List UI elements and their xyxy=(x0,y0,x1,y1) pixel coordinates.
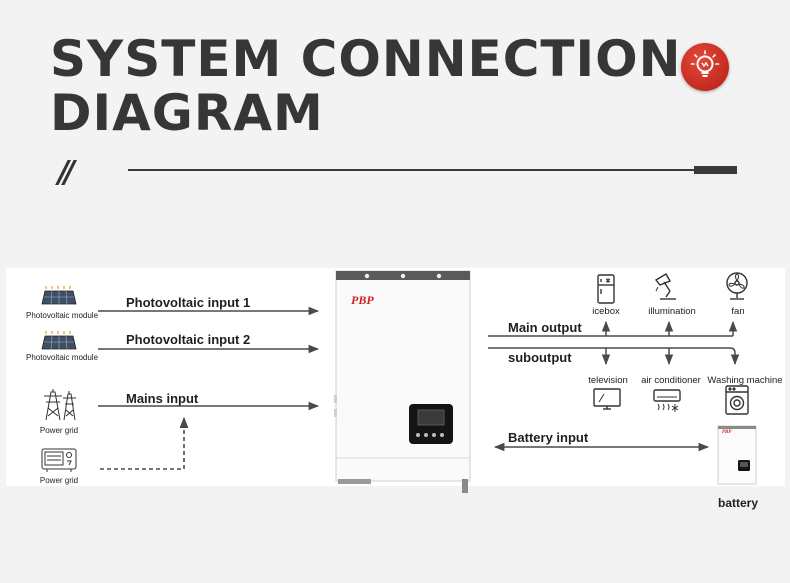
appliance-label-illumination: illumination xyxy=(648,306,696,317)
air-conditioner-icon xyxy=(653,389,681,412)
power-grid-label-2: Power grid xyxy=(39,476,79,485)
battery-brand-logo: PBP xyxy=(722,430,732,435)
suboutput-line xyxy=(488,347,740,366)
appliance-label-washing-machine: Washing machine xyxy=(707,375,783,386)
main-output-line xyxy=(488,320,738,337)
title-line-2: DIAGRAM xyxy=(50,84,324,142)
solar-panel-icon xyxy=(41,286,77,305)
pv2-input-label: Photovoltaic input 2 xyxy=(126,332,251,347)
appliance-label-fan: fan xyxy=(731,306,745,317)
appliance-label-air-conditioner: air conditioner xyxy=(641,375,701,386)
main-output-label: Main output xyxy=(508,320,582,335)
lamp-icon xyxy=(654,273,676,300)
power-tower-icon xyxy=(44,389,76,421)
battery-label: battery xyxy=(717,496,759,510)
page-title: SYSTEM CONNECTION DIAGRAM xyxy=(50,32,681,140)
pv-module-label-2: Photovoltaic module xyxy=(25,353,99,362)
suboutput-label: suboutput xyxy=(508,350,572,365)
generator-icon xyxy=(41,448,77,472)
inverter-display-screen xyxy=(409,404,453,444)
lightbulb-icon xyxy=(681,43,729,91)
mains-input-label: Mains input xyxy=(126,391,199,406)
generator-dashed-connector xyxy=(100,416,189,470)
pv1-input-label: Photovoltaic input 1 xyxy=(126,295,251,310)
inverter-unit xyxy=(334,270,471,493)
divider-end-bar xyxy=(694,166,737,174)
solar-panel-icon xyxy=(41,331,77,350)
pv-module-label-1: Photovoltaic module xyxy=(25,311,99,320)
appliance-label-television: television xyxy=(588,375,628,386)
fridge-icon xyxy=(597,274,615,304)
tv-icon xyxy=(593,388,621,410)
washing-machine-icon xyxy=(725,385,749,415)
inverter-brand-logo: PBP xyxy=(351,293,374,307)
battery-input-label: Battery input xyxy=(508,430,589,445)
power-grid-label-1: Power grid xyxy=(39,426,79,435)
divider-line xyxy=(128,169,698,171)
title-line-1: SYSTEM CONNECTION xyxy=(50,30,682,88)
battery-unit xyxy=(717,425,757,485)
fan-icon xyxy=(726,272,748,300)
appliance-label-icebox: icebox xyxy=(592,306,620,317)
